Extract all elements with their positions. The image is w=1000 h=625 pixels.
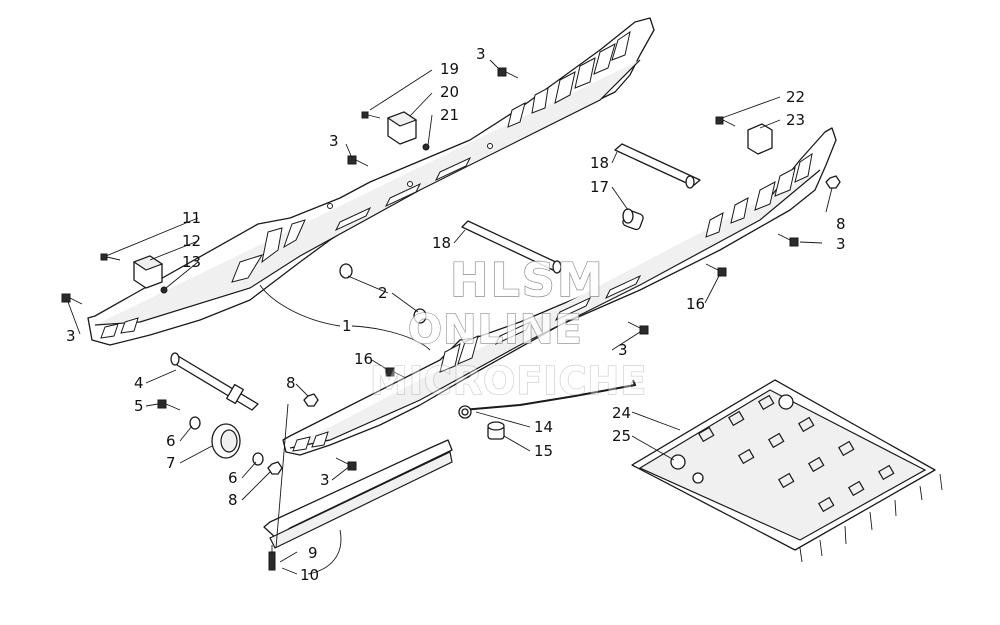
- callout-20: 20: [440, 83, 459, 101]
- washer-2: [339, 263, 427, 324]
- screw-9: [268, 545, 276, 571]
- bolt-3-center: [627, 321, 649, 335]
- callout-16-left: 16: [354, 350, 373, 368]
- bolt-22: [715, 116, 736, 127]
- callout-5: 5: [134, 397, 144, 415]
- callout-25: 25: [612, 427, 631, 445]
- watermark: HLSM ONLINE MICROFICHE: [369, 252, 647, 403]
- bolt-11: [100, 253, 121, 261]
- callout-3-top: 3: [476, 45, 486, 63]
- callout-22: 22: [786, 88, 805, 106]
- bolt-3-left: [61, 293, 83, 305]
- nut-13: [160, 286, 168, 294]
- bolt-3-top: [497, 67, 519, 79]
- callout-3-bottom: 3: [320, 471, 330, 489]
- hyfax-wear-strip: [263, 439, 453, 549]
- nut-8-top: [825, 175, 841, 189]
- right-slide-rail: [282, 127, 837, 456]
- rear-cross-shaft-upper: [614, 143, 701, 189]
- stop-bracket-23: [747, 123, 773, 155]
- front-axle-shaft: [170, 352, 259, 411]
- bolt-3-mid: [347, 155, 369, 167]
- callout-23: 23: [786, 111, 805, 129]
- spacer-bushing: [622, 208, 644, 231]
- callout-24: 24: [612, 404, 631, 422]
- callout-3-right: 3: [836, 235, 846, 253]
- callout-2: 2: [378, 284, 388, 302]
- bolt-3-right: [777, 233, 799, 247]
- callout-8-mid: 8: [286, 374, 296, 392]
- callout-4: 4: [134, 374, 144, 392]
- bolt-16-left: [385, 367, 407, 379]
- nut-8-bottom: [267, 461, 283, 475]
- callout-17: 17: [590, 178, 609, 196]
- nut-8-mid: [303, 393, 319, 407]
- callout-labels: 3 19 20 21 3 22 23 18 17 8 3 11 12 13 18…: [66, 45, 846, 584]
- front-bumper-block: [132, 255, 164, 289]
- callout-15: 15: [534, 442, 553, 460]
- bolt-3-bottom: [335, 457, 357, 471]
- bolt-16-right: [705, 263, 727, 277]
- callout-3-center: 3: [618, 341, 628, 359]
- callout-16-right: 16: [686, 295, 705, 313]
- callout-6-left: 6: [166, 432, 176, 450]
- callout-9: 9: [308, 544, 318, 562]
- nut-21: [422, 143, 430, 151]
- callout-1: 1: [342, 317, 352, 335]
- callout-7: 7: [166, 454, 176, 472]
- watermark-line-1: HLSM: [450, 253, 605, 307]
- track-studs: [799, 473, 943, 563]
- callout-21: 21: [440, 106, 459, 124]
- watermark-line-2: ONLINE: [408, 307, 583, 353]
- washer-6-left: [189, 416, 201, 430]
- rear-bumper-block: [386, 111, 418, 145]
- callout-11: 11: [182, 209, 201, 227]
- watermark-line-3: MICROFICHE: [370, 359, 647, 403]
- spring-retainer-15: [487, 421, 505, 440]
- callout-8-bottom: 8: [228, 491, 238, 509]
- callout-6-right: 6: [228, 469, 238, 487]
- callout-3-mid: 3: [329, 132, 339, 150]
- callout-14: 14: [534, 418, 553, 436]
- bolt-19: [361, 111, 381, 119]
- callout-13: 13: [182, 253, 201, 271]
- idler-wheel: [211, 423, 241, 459]
- callout-3-left: 3: [66, 327, 76, 345]
- left-slide-rail: [87, 17, 655, 346]
- callout-10: 10: [300, 566, 319, 584]
- rear-cross-shaft-lower: [461, 220, 562, 274]
- track-clips: [670, 394, 794, 484]
- nuts: [160, 143, 841, 475]
- track-lugs: [697, 394, 895, 513]
- bolt-5: [157, 399, 181, 411]
- drive-track: [631, 379, 943, 563]
- leader-lines: [67, 59, 833, 575]
- torsion-rod: [458, 379, 637, 419]
- callout-18-upper: 18: [590, 154, 609, 172]
- callout-19: 19: [440, 60, 459, 78]
- callout-18-lower: 18: [432, 234, 451, 252]
- callout-8-right: 8: [836, 215, 846, 233]
- callout-12: 12: [182, 232, 201, 250]
